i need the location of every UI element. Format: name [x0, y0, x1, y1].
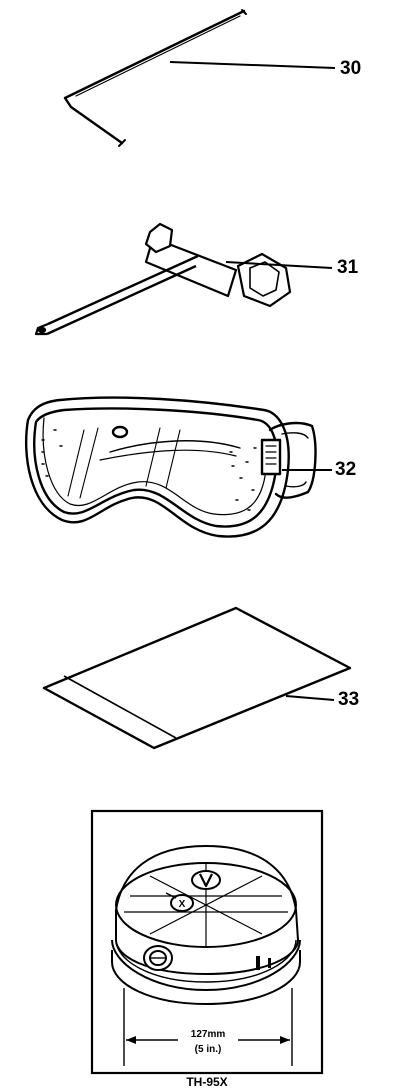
hex-key: [63, 9, 247, 147]
leader-line-30: [169, 61, 336, 69]
bag: [42, 606, 352, 750]
dimension-in-label: (5 in.): [194, 1044, 222, 1055]
svg-text:X: X: [179, 899, 186, 910]
safety-goggles: [25, 396, 317, 538]
callout-32: 32: [335, 459, 357, 480]
trimmer-spool: X: [111, 845, 301, 1005]
leader-line-31: [225, 261, 333, 269]
dimension-lines: [123, 988, 293, 1066]
callout-31: 31: [337, 257, 359, 278]
leader-line-33: [285, 695, 335, 701]
callout-33: 33: [338, 689, 360, 710]
model-label: TH-95X: [186, 1075, 228, 1089]
dimension-mm-label: 127mm: [190, 1029, 226, 1040]
callout-30: 30: [340, 58, 362, 79]
socket-wrench: [34, 222, 292, 336]
